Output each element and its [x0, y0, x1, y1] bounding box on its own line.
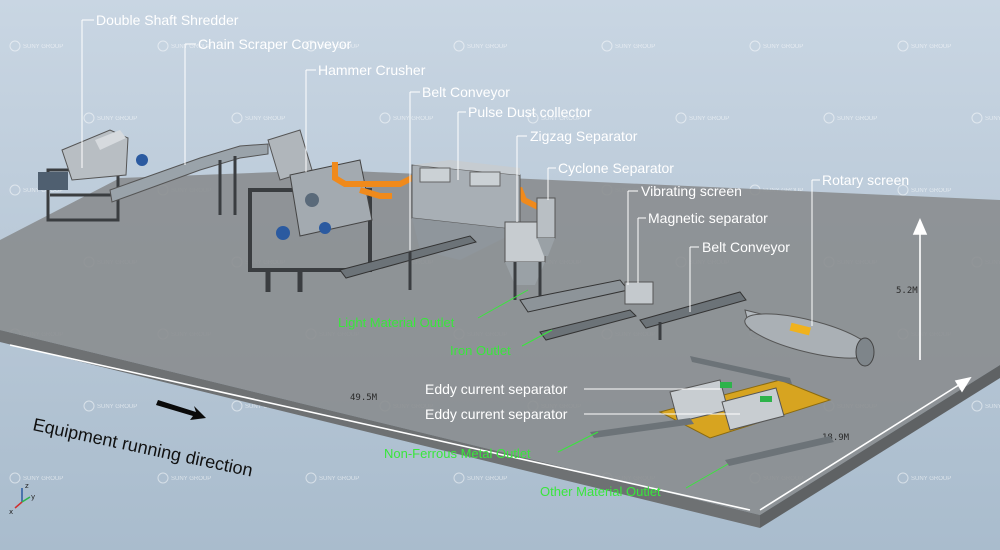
svg-text:SUNY GROUP: SUNY GROUP — [319, 476, 359, 482]
watermark: SUNY GROUP — [897, 40, 951, 52]
watermark: SUNY GROUP — [823, 112, 877, 124]
svg-text:SUNY GROUP: SUNY GROUP — [911, 44, 951, 50]
eddy-current-platform — [590, 356, 834, 466]
label-vibrating-screen: Vibrating screen — [641, 183, 742, 199]
svg-text:SUNY GROUP: SUNY GROUP — [911, 188, 951, 194]
label-pulse-dust-collector: Pulse Dust collector — [468, 104, 592, 120]
watermark: SUNY GROUP — [9, 40, 63, 52]
belt-conveyor-1 — [339, 235, 477, 290]
watermark: SUNY GROUP — [379, 112, 433, 124]
axis-z-label: z — [25, 482, 29, 490]
watermark: SUNY GROUP — [675, 112, 729, 124]
watermark: SUNY GROUP — [453, 472, 507, 484]
dimension-arrows — [9, 217, 972, 511]
hammer-crusher — [248, 129, 373, 292]
rotary-screen — [744, 309, 875, 367]
svg-text:SUNY GROUP: SUNY GROUP — [763, 44, 803, 50]
svg-text:SUNY GROUP: SUNY GROUP — [171, 476, 211, 482]
watermark: SUNY GROUP — [453, 40, 507, 52]
svg-text:SUNY GROUP: SUNY GROUP — [319, 44, 359, 50]
svg-text:SUNY GROUP: SUNY GROUP — [467, 44, 507, 50]
width-dimension: 18.9M — [822, 433, 850, 443]
watermark: SUNY GROUP — [971, 112, 1000, 124]
label-belt-conveyor-2: Belt Conveyor — [702, 239, 790, 255]
watermark: SUNY GROUP — [897, 472, 951, 484]
running-direction: Equipment running direction — [31, 400, 255, 481]
label-hammer-crusher: Hammer Crusher — [318, 62, 426, 78]
svg-text:SUNY GROUP: SUNY GROUP — [393, 116, 433, 122]
watermark: SUNY GROUP — [9, 184, 63, 196]
watermark: SUNY GROUP — [305, 472, 359, 484]
label-chain-scraper-conveyor: Chain Scraper Conveyor — [198, 36, 352, 52]
equipment-labels: Double Shaft Shredder Chain Scraper Conv… — [81, 12, 909, 422]
watermark: SUNY GROUP — [231, 112, 285, 124]
label-zigzag-separator: Zigzag Separator — [530, 128, 638, 144]
watermark: SUNY GROUP — [157, 472, 211, 484]
direction-label: Equipment running direction — [31, 414, 254, 480]
svg-text:SUNY GROUP: SUNY GROUP — [615, 44, 655, 50]
watermark: SUNY GROUP — [9, 472, 63, 484]
label-double-shaft-shredder: Double Shaft Shredder — [96, 12, 239, 28]
watermark: SUNY GROUP — [897, 184, 951, 196]
label-rotary-screen: Rotary screen — [822, 172, 909, 188]
label-eddy-current-separator-1: Eddy current separator — [425, 381, 568, 397]
watermark: SUNY GROUP — [971, 400, 1000, 412]
svg-text:SUNY GROUP: SUNY GROUP — [985, 404, 1000, 410]
axis-x-label: x — [9, 508, 13, 516]
length-dimension: 49.5M — [350, 393, 378, 403]
svg-text:SUNY GROUP: SUNY GROUP — [245, 116, 285, 122]
svg-text:SUNY GROUP: SUNY GROUP — [171, 44, 211, 50]
svg-text:SUNY GROUP: SUNY GROUP — [467, 476, 507, 482]
watermark: SUNY GROUP — [231, 400, 285, 412]
svg-text:SUNY GROUP: SUNY GROUP — [911, 476, 951, 482]
label-cyclone-separator: Cyclone Separator — [558, 160, 674, 176]
watermark: SUNY GROUP — [305, 40, 359, 52]
label-belt-conveyor-1: Belt Conveyor — [422, 84, 510, 100]
axis-y-label: y — [31, 493, 35, 501]
svg-text:SUNY GROUP: SUNY GROUP — [23, 44, 63, 50]
belt-conveyor-2 — [639, 291, 747, 340]
watermark: SUNY GROUP — [83, 400, 137, 412]
svg-text:SUNY GROUP: SUNY GROUP — [23, 188, 63, 194]
zigzag-separator — [504, 221, 546, 300]
double-shaft-shredder — [38, 129, 148, 222]
watermark: SUNY GROUP — [527, 112, 581, 124]
watermark: SUNY GROUP — [601, 40, 655, 52]
label-iron-outlet: Iron Outlet — [450, 343, 511, 358]
watermark: SUNY GROUP — [157, 40, 211, 52]
label-eddy-current-separator-2: Eddy current separator — [425, 406, 568, 422]
chain-scraper-conveyor — [109, 143, 269, 215]
svg-text:SUNY GROUP: SUNY GROUP — [245, 404, 285, 410]
outlet-labels: Light Material Outlet Iron Outlet Non-Fe… — [338, 289, 729, 499]
svg-text:SUNY GROUP: SUNY GROUP — [97, 116, 137, 122]
label-other-material-outlet: Other Material Outlet — [540, 484, 661, 499]
label-magnetic-separator: Magnetic separator — [648, 210, 768, 226]
axes-triad: z y x — [9, 482, 35, 516]
magnetic-separator — [539, 281, 654, 341]
svg-text:SUNY GROUP: SUNY GROUP — [837, 116, 877, 122]
svg-text:SUNY GROUP: SUNY GROUP — [985, 116, 1000, 122]
watermark: SUNY GROUP — [749, 40, 803, 52]
label-non-ferrous-metal-outlet: Non-Ferrous Metal Outlet — [384, 446, 531, 461]
svg-text:SUNY GROUP: SUNY GROUP — [97, 404, 137, 410]
label-light-material-outlet: Light Material Outlet — [338, 315, 455, 330]
svg-text:SUNY GROUP: SUNY GROUP — [23, 476, 63, 482]
watermark: SUNY GROUP — [83, 112, 137, 124]
svg-text:SUNY GROUP: SUNY GROUP — [689, 116, 729, 122]
cyclone-separator — [536, 197, 556, 256]
svg-text:SUNY GROUP: SUNY GROUP — [541, 116, 581, 122]
height-dimension: 5.2M — [896, 286, 918, 296]
